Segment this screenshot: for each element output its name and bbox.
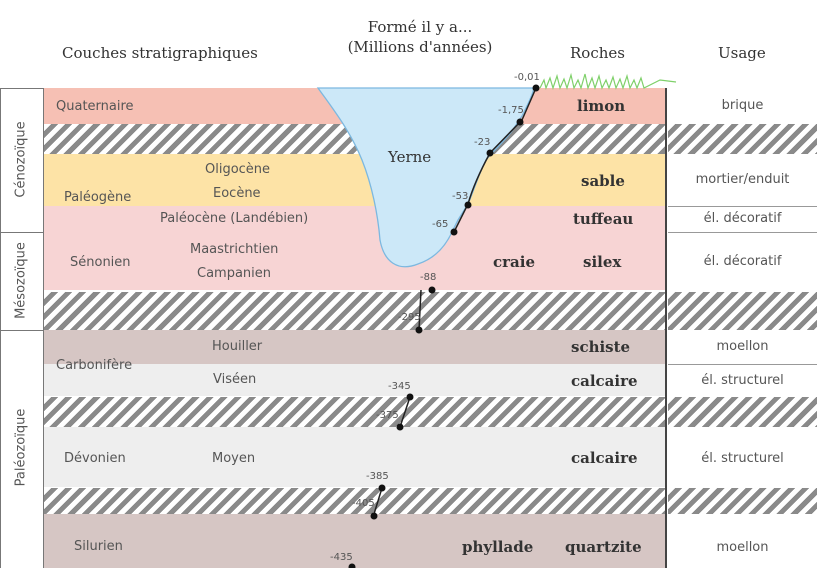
band-houiller bbox=[44, 330, 666, 364]
age-label: -1,75 bbox=[498, 105, 524, 116]
usage-decoratif-senonien: él. décoratif bbox=[703, 254, 782, 269]
rock-silex: silex bbox=[583, 253, 622, 271]
era-label-paleozoic: Paléozoïque bbox=[13, 408, 29, 487]
header-rocks: Roches bbox=[570, 44, 625, 62]
usage-hatch-2 bbox=[668, 292, 817, 330]
age-point bbox=[406, 393, 414, 401]
age-point bbox=[532, 84, 540, 92]
age-point bbox=[450, 228, 458, 236]
layer-houiller: Houiller bbox=[212, 339, 263, 354]
band-paleocene bbox=[44, 206, 666, 232]
band-devonien bbox=[44, 427, 666, 487]
age-point bbox=[415, 326, 423, 334]
rock-calcaire-devonien: calcaire bbox=[571, 449, 638, 467]
era-column-border bbox=[43, 88, 44, 568]
age-point bbox=[516, 118, 524, 126]
age-label: -23 bbox=[474, 137, 491, 148]
band-viseen bbox=[44, 364, 666, 396]
layer-senonien: Sénonien bbox=[70, 255, 131, 270]
age-label: -375 bbox=[376, 410, 399, 421]
layer-paleogene: Paléogène bbox=[64, 190, 132, 205]
age-label: -53 bbox=[452, 191, 469, 202]
age-point bbox=[396, 423, 404, 431]
band-senonien bbox=[44, 232, 666, 290]
rock-schiste: schiste bbox=[571, 338, 631, 356]
age-label: -385 bbox=[366, 471, 389, 482]
layer-moyen: Moyen bbox=[212, 451, 256, 466]
band-paleogene bbox=[44, 154, 666, 206]
layer-devonien: Dévonien bbox=[64, 451, 126, 466]
age-point bbox=[378, 484, 386, 492]
age-point bbox=[486, 149, 494, 157]
age-label: -0,01 bbox=[514, 72, 540, 83]
age-label: -345 bbox=[388, 381, 411, 392]
layer-quaternaire: Quaternaire bbox=[56, 99, 134, 114]
layer-eocene: Eocène bbox=[213, 186, 261, 201]
band-silurien bbox=[44, 514, 666, 568]
usage-divider bbox=[668, 232, 817, 233]
era-divider bbox=[0, 330, 44, 331]
age-label: -295 bbox=[398, 312, 421, 323]
age-label: -88 bbox=[420, 272, 437, 283]
usage-moellon-silurien: moellon bbox=[716, 540, 769, 555]
era-divider bbox=[0, 232, 44, 233]
hatch-band-2 bbox=[44, 292, 666, 330]
layer-carbonifere: Carbonifère bbox=[56, 358, 133, 373]
usage-structurel-viseen: él. structurel bbox=[701, 373, 784, 388]
header-usage: Usage bbox=[718, 44, 766, 62]
usage-divider bbox=[668, 206, 817, 207]
header-formed-line2: (Millions d'années) bbox=[347, 38, 493, 56]
era-label-mesozoic: Mésozoïque bbox=[13, 242, 29, 319]
layer-campanien: Campanien bbox=[197, 266, 272, 281]
rock-craie: craie bbox=[493, 253, 535, 271]
layer-paleocene: Paléocène (Landébien) bbox=[160, 211, 309, 226]
usage-separator bbox=[665, 88, 667, 568]
usage-moellon-houiller: moellon bbox=[716, 339, 769, 354]
header-formed-line1: Formé il y a... bbox=[367, 18, 473, 36]
age-label: -405 bbox=[352, 498, 375, 509]
usage-hatch-1 bbox=[668, 124, 817, 154]
header-layers: Couches stratigraphiques bbox=[62, 44, 258, 62]
era-divider bbox=[0, 88, 44, 89]
usage-decoratif-paleocene: él. décoratif bbox=[703, 211, 782, 226]
usage-hatch-3 bbox=[668, 397, 817, 427]
usage-hatch-4 bbox=[668, 488, 817, 514]
river-label: Yerne bbox=[388, 148, 432, 166]
hatch-band-4 bbox=[44, 488, 666, 514]
rock-sable: sable bbox=[581, 172, 625, 190]
age-points bbox=[348, 84, 540, 568]
usage-brique: brique bbox=[721, 98, 764, 113]
age-label: -65 bbox=[432, 219, 449, 230]
layer-maastrichtien: Maastrichtien bbox=[190, 242, 279, 257]
age-label: -435 bbox=[330, 552, 353, 563]
rock-tuffeau: tuffeau bbox=[573, 210, 634, 228]
layer-viseen: Viséen bbox=[213, 372, 257, 387]
usage-divider bbox=[668, 364, 817, 365]
rock-calcaire-viseen: calcaire bbox=[571, 372, 638, 390]
rock-phyllade: phyllade bbox=[462, 538, 534, 556]
hatch-band-3 bbox=[44, 397, 666, 427]
era-column-border bbox=[0, 88, 1, 568]
age-point bbox=[370, 512, 378, 520]
usage-mortier: mortier/enduit bbox=[695, 172, 790, 187]
rock-limon: limon bbox=[577, 97, 626, 115]
age-point bbox=[348, 563, 356, 568]
layer-oligocene: Oligocène bbox=[205, 162, 271, 177]
grass-icon bbox=[539, 72, 677, 91]
usage-structurel-devonien: él. structurel bbox=[701, 451, 784, 466]
age-point bbox=[428, 286, 436, 294]
layer-silurien: Silurien bbox=[74, 539, 123, 554]
rock-quartzite: quartzite bbox=[565, 538, 642, 556]
era-label-cenozoic: Cénozoïque bbox=[13, 121, 29, 198]
age-point bbox=[464, 201, 472, 209]
